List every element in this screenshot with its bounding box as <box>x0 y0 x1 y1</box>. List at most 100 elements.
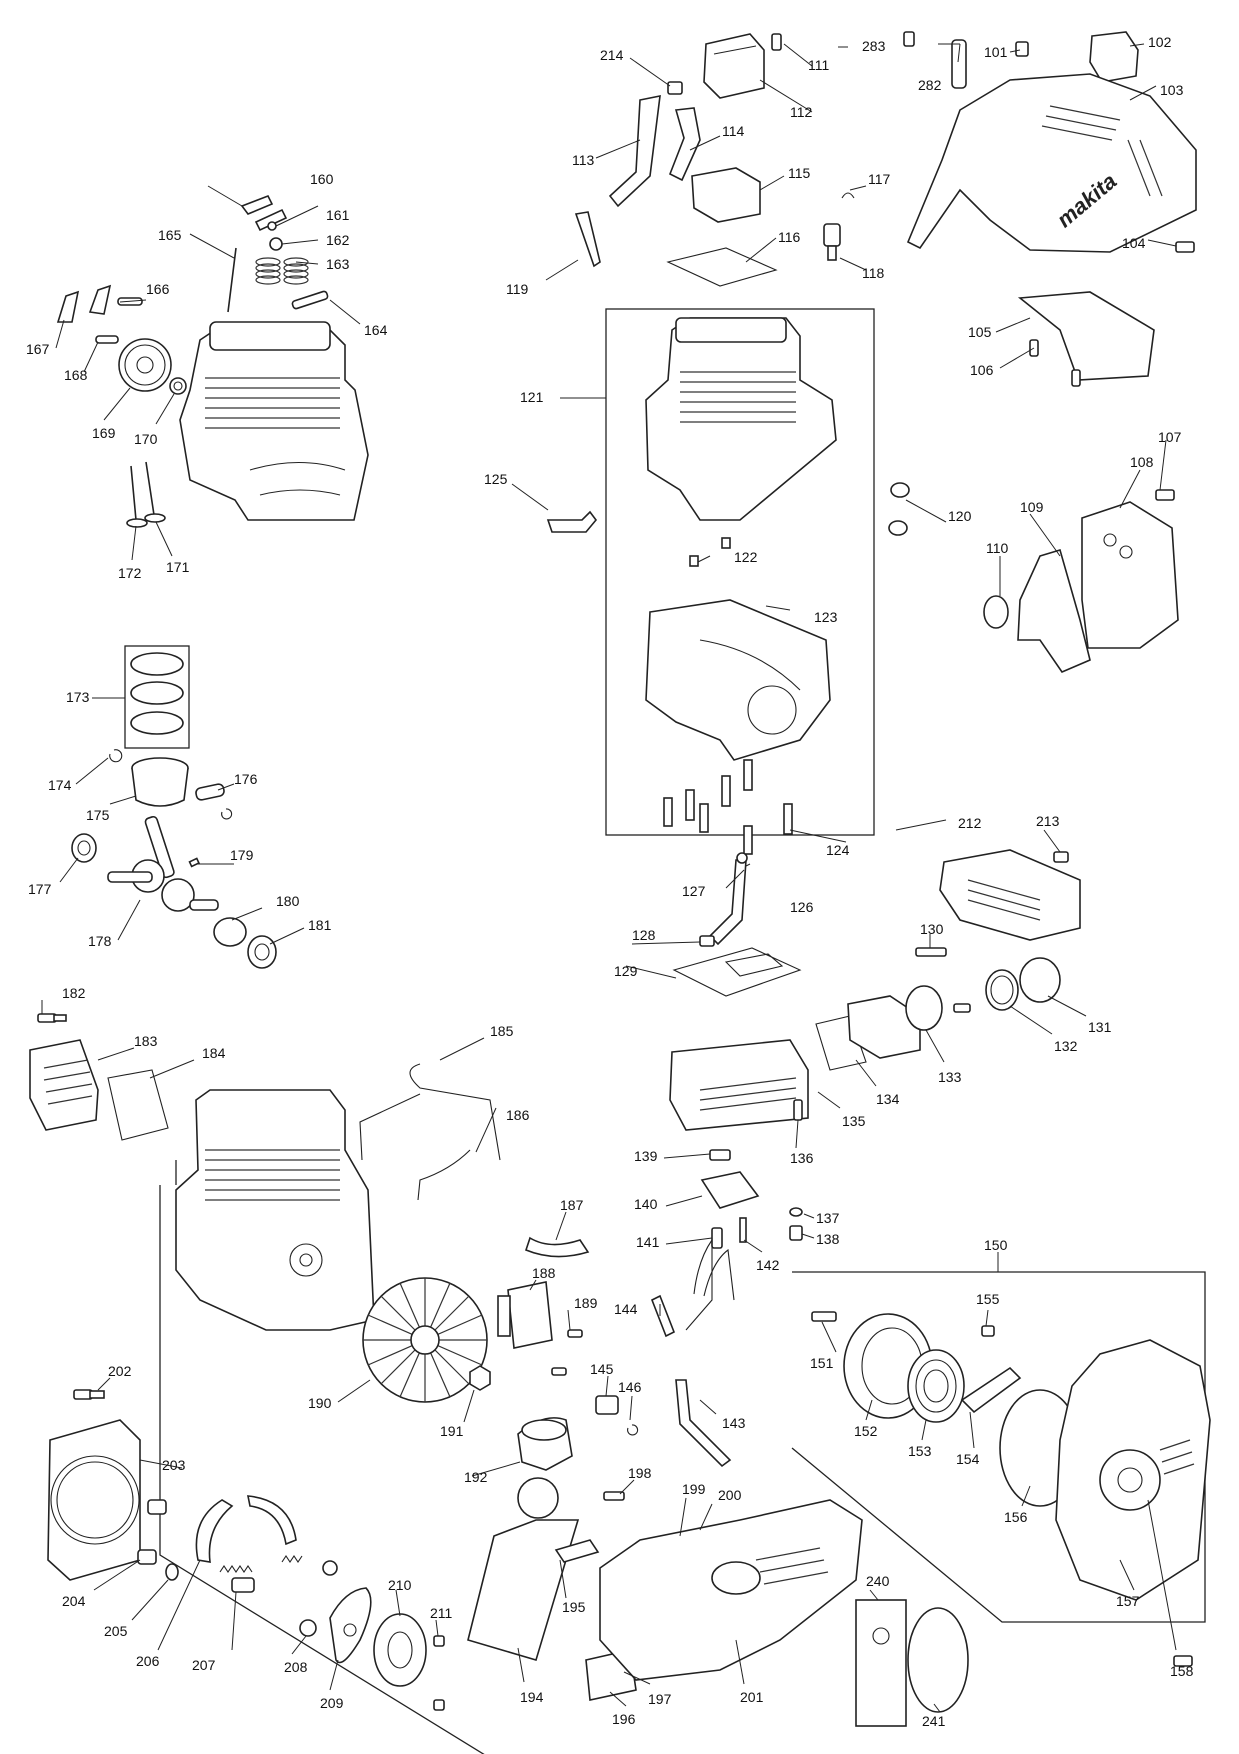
label-179: 179 <box>230 847 254 863</box>
label-109: 109 <box>1020 499 1044 515</box>
label-105: 105 <box>968 324 992 340</box>
label-134: 134 <box>876 1091 900 1107</box>
label-106: 106 <box>970 362 994 378</box>
label-160: 160 <box>310 171 334 187</box>
label-144: 144 <box>614 1301 638 1317</box>
part-number-labels: 101 102 103 104 105 106 107 108 109 110 … <box>26 34 1194 1729</box>
label-190: 190 <box>308 1395 332 1411</box>
label-181: 181 <box>308 917 332 933</box>
label-126: 126 <box>790 899 814 915</box>
label-211: 211 <box>430 1605 453 1621</box>
label-133: 133 <box>938 1069 962 1085</box>
label-184: 184 <box>202 1045 226 1061</box>
label-150: 150 <box>984 1237 1008 1253</box>
label-158: 158 <box>1170 1663 1194 1679</box>
label-116: 116 <box>778 229 801 245</box>
label-180: 180 <box>276 893 300 909</box>
label-202: 202 <box>108 1363 132 1379</box>
label-143: 143 <box>722 1415 746 1431</box>
label-198: 198 <box>628 1465 652 1481</box>
label-154: 154 <box>956 1451 980 1467</box>
label-122: 122 <box>734 549 758 565</box>
label-157: 157 <box>1116 1593 1140 1609</box>
label-145: 145 <box>590 1361 614 1377</box>
label-212: 212 <box>958 815 982 831</box>
label-151: 151 <box>810 1355 834 1371</box>
leader-lines <box>41 43 1177 1713</box>
label-129: 129 <box>614 963 638 979</box>
label-107: 107 <box>1158 429 1182 445</box>
label-209: 209 <box>320 1695 344 1711</box>
label-182: 182 <box>62 985 86 1001</box>
fuel-tank-drawing <box>467 1417 969 1727</box>
label-128: 128 <box>632 927 656 943</box>
label-199: 199 <box>682 1481 706 1497</box>
label-175: 175 <box>86 807 110 823</box>
label-172: 172 <box>118 565 142 581</box>
label-110: 110 <box>986 540 1009 556</box>
label-178: 178 <box>88 933 112 949</box>
label-120: 120 <box>948 508 972 524</box>
label-112: 112 <box>790 104 813 120</box>
head-cover-hoses-drawing <box>574 33 855 287</box>
label-186: 186 <box>506 1107 530 1123</box>
label-141: 141 <box>636 1234 660 1250</box>
label-207: 207 <box>192 1657 216 1673</box>
label-185: 185 <box>490 1023 514 1039</box>
recoil-starter-drawing <box>811 1311 1211 1667</box>
cylinder-assembly-group-frame <box>605 308 875 836</box>
label-137: 137 <box>816 1210 840 1226</box>
label-283: 283 <box>862 38 886 54</box>
label-161: 161 <box>326 207 350 223</box>
label-206: 206 <box>136 1653 160 1669</box>
label-196: 196 <box>612 1711 636 1727</box>
intake-air-filter-drawing <box>595 849 1081 1468</box>
label-176: 176 <box>234 771 258 787</box>
label-155: 155 <box>976 1291 1000 1307</box>
label-113: 113 <box>572 152 595 168</box>
label-162: 162 <box>326 232 350 248</box>
label-189: 189 <box>574 1295 598 1311</box>
label-191: 191 <box>440 1423 464 1439</box>
label-171: 171 <box>166 559 190 575</box>
label-177: 177 <box>28 881 52 897</box>
label-140: 140 <box>634 1196 658 1212</box>
piston-crankshaft-drawing <box>71 652 277 969</box>
label-241: 241 <box>922 1713 946 1729</box>
label-115: 115 <box>788 165 811 181</box>
cylinder-crankcase-assembly-drawing <box>546 317 910 855</box>
label-240: 240 <box>866 1573 890 1589</box>
label-119: 119 <box>506 281 529 297</box>
label-124: 124 <box>826 842 850 858</box>
label-153: 153 <box>908 1443 932 1459</box>
label-188: 188 <box>532 1265 556 1281</box>
engine-block-flywheel-drawing <box>29 1013 590 1403</box>
label-187: 187 <box>560 1197 584 1213</box>
label-173: 173 <box>66 689 90 705</box>
label-136: 136 <box>790 1150 814 1166</box>
label-213: 213 <box>1036 813 1060 829</box>
label-214: 214 <box>600 47 624 63</box>
label-194: 194 <box>520 1689 544 1705</box>
label-132: 132 <box>1054 1038 1078 1054</box>
label-163: 163 <box>326 256 350 272</box>
label-118: 118 <box>862 265 885 281</box>
label-101: 101 <box>984 44 1008 60</box>
label-169: 169 <box>92 425 116 441</box>
label-117: 117 <box>868 171 891 187</box>
label-135: 135 <box>842 1113 866 1129</box>
label-102: 102 <box>1148 34 1172 50</box>
label-205: 205 <box>104 1623 128 1639</box>
label-121: 121 <box>520 389 544 405</box>
label-197: 197 <box>648 1691 672 1707</box>
label-167: 167 <box>26 341 50 357</box>
label-174: 174 <box>48 777 72 793</box>
engine-mount-group-frame <box>159 1160 485 1754</box>
label-203: 203 <box>162 1457 186 1473</box>
label-114: 114 <box>722 123 745 139</box>
label-195: 195 <box>562 1599 586 1615</box>
label-192: 192 <box>464 1469 488 1485</box>
label-208: 208 <box>284 1659 308 1675</box>
label-170: 170 <box>134 431 158 447</box>
